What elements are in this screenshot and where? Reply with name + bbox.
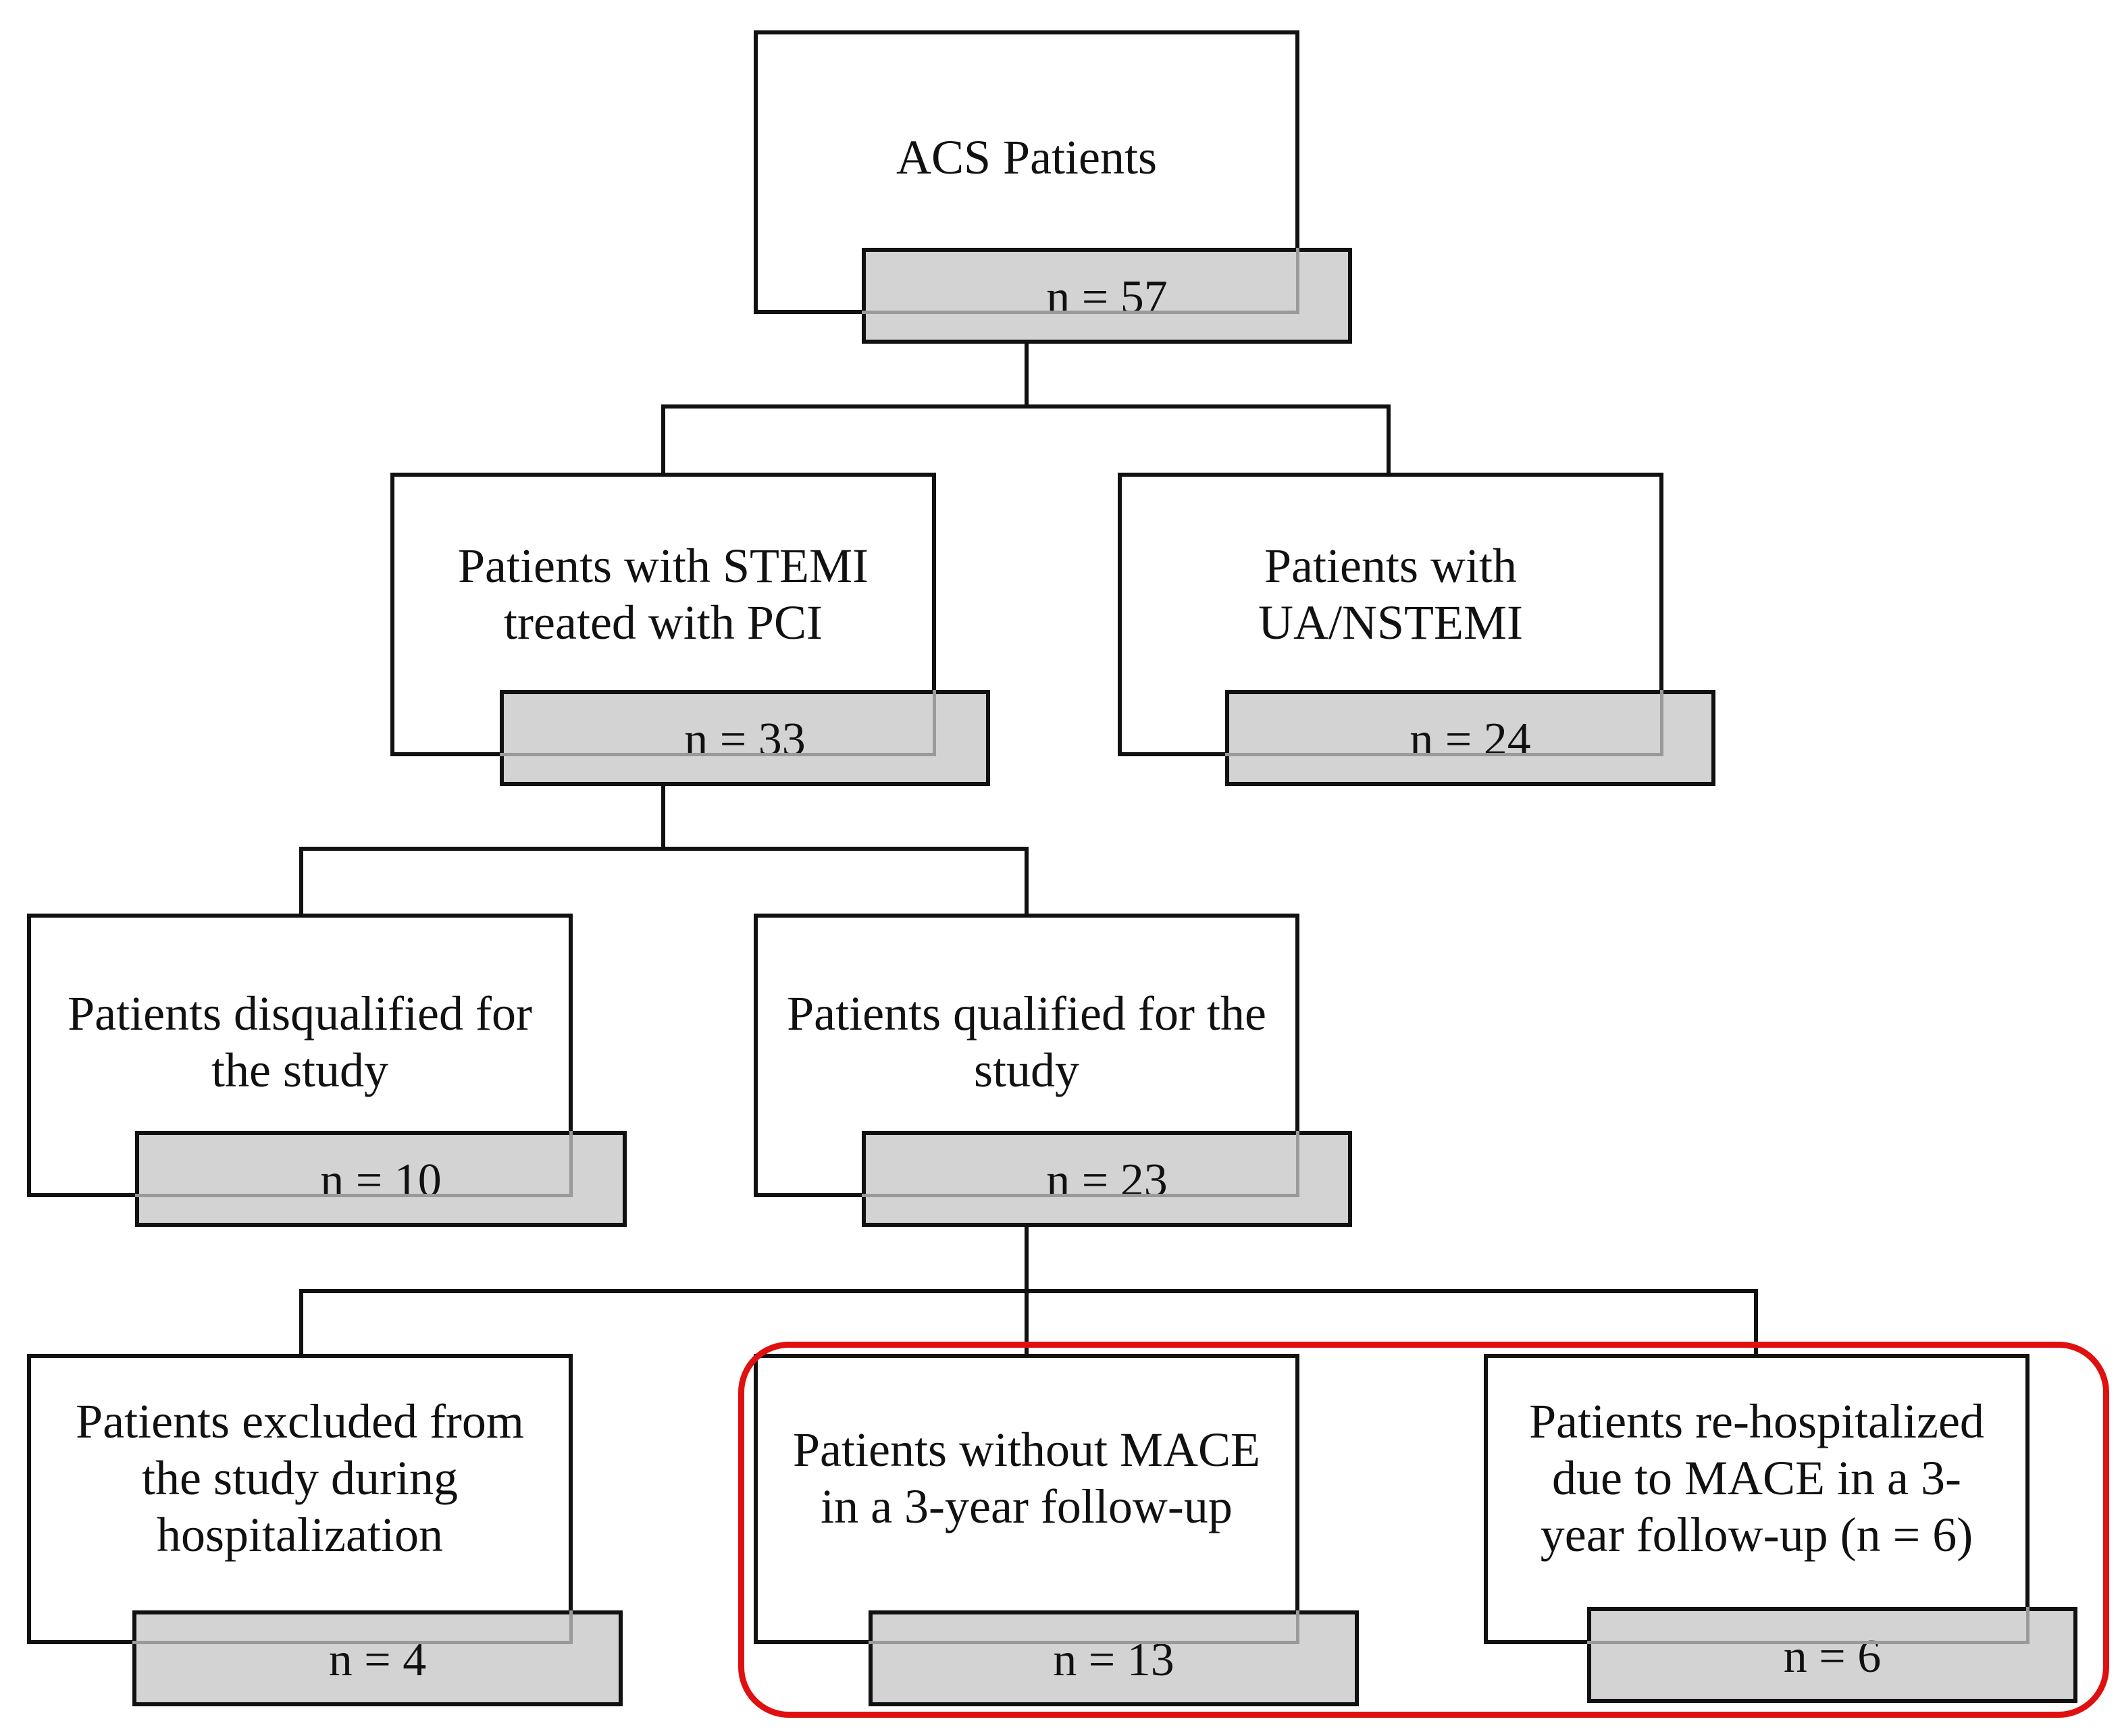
disqualified-count-text: n = 10: [320, 1155, 442, 1207]
excluded-count: n = 4: [132, 1610, 623, 1706]
rehospitalized-count-text: n = 6: [1783, 1631, 1882, 1683]
acs-patients-count: n = 57: [862, 248, 1352, 344]
connector-line: [299, 1289, 303, 1357]
excluded-count-text: n = 4: [328, 1634, 427, 1686]
connector-line: [299, 847, 1029, 851]
ua-nstemi-label: Patients with UA/NSTEMI: [1258, 539, 1523, 650]
connector-line: [1387, 404, 1391, 474]
connector-line: [661, 404, 665, 474]
without-mace-label: Patients without MACE in a 3-year follow…: [792, 1423, 1260, 1533]
rehospitalized-label: Patients re-hospitalized due to MACE in …: [1529, 1394, 1984, 1562]
without-mace-count-text: n = 13: [1053, 1634, 1174, 1686]
qualified-count-text: n = 23: [1046, 1155, 1168, 1207]
stemi-pci-label: Patients with STEMI treated with PCI: [458, 539, 869, 650]
ua-nstemi-count: n = 24: [1225, 690, 1715, 786]
connector-line: [661, 404, 1391, 409]
disqualified-label: Patients disqualified for the study: [68, 987, 532, 1097]
connector-line: [1025, 341, 1029, 409]
rehospitalized-count: n = 6: [1587, 1607, 2077, 1703]
qualified-label: Patients qualified for the study: [787, 987, 1266, 1097]
disqualified-count: n = 10: [135, 1131, 627, 1227]
rehospitalized-box: Patients re-hospitalized due to MACE in …: [1484, 1354, 2029, 1644]
excluded-label: Patients excluded from the study during …: [76, 1394, 524, 1562]
acs-patients-count-text: n = 57: [1046, 271, 1168, 323]
qualified-count: n = 23: [862, 1131, 1352, 1227]
stemi-pci-count-text: n = 33: [684, 714, 806, 766]
connector-line: [299, 847, 303, 916]
without-mace-count: n = 13: [869, 1610, 1359, 1706]
connector-line: [661, 783, 665, 851]
stemi-pci-count: n = 33: [500, 690, 990, 786]
ua-nstemi-count-text: n = 24: [1410, 714, 1531, 766]
connector-line: [1025, 847, 1029, 916]
without-mace-box: Patients without MACE in a 3-year follow…: [754, 1354, 1299, 1644]
excluded-box: Patients excluded from the study during …: [27, 1354, 573, 1644]
connector-line: [299, 1289, 1758, 1293]
connector-line: [1754, 1289, 1758, 1357]
acs-patients-label: ACS Patients: [896, 130, 1158, 184]
